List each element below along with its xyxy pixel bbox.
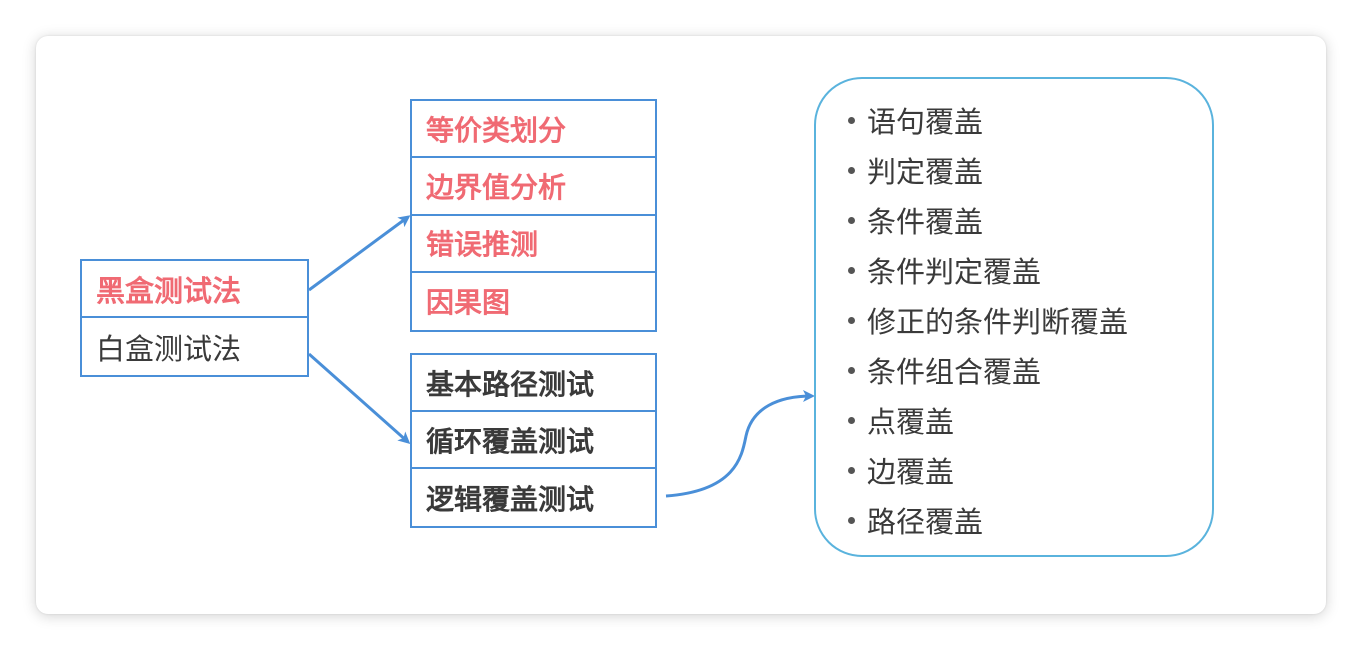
white-box-technique: 基本路径测试 bbox=[412, 355, 655, 412]
coverage-label: 判定覆盖 bbox=[867, 155, 984, 189]
arrow-logic-coverage bbox=[665, 390, 815, 498]
coverage-label: 点覆盖 bbox=[867, 405, 955, 439]
bullet-icon bbox=[848, 116, 855, 124]
coverage-item: 条件组合覆盖 bbox=[848, 345, 1128, 395]
coverage-types-box: 语句覆盖 判定覆盖 条件覆盖 条件判定覆盖 修正的条件判断覆盖 条件组合覆盖 点… bbox=[814, 77, 1214, 557]
white-box-technique: 循环覆盖测试 bbox=[412, 412, 655, 469]
arrow-white-box bbox=[308, 352, 411, 444]
coverage-label: 边覆盖 bbox=[867, 455, 955, 489]
white-box-technique: 逻辑覆盖测试 bbox=[426, 482, 595, 516]
bullet-icon bbox=[848, 166, 855, 174]
coverage-item: 条件覆盖 bbox=[848, 195, 1128, 245]
bullet-icon bbox=[848, 516, 855, 524]
coverage-item: 语句覆盖 bbox=[848, 95, 1128, 145]
coverage-item: 点覆盖 bbox=[848, 395, 1128, 445]
coverage-item: 判定覆盖 bbox=[848, 145, 1128, 195]
coverage-label: 条件判定覆盖 bbox=[867, 255, 1042, 289]
black-box-techniques-box: 等价类划分 边界值分析 错误推测 因果图 bbox=[410, 99, 657, 332]
arrow-black-box bbox=[308, 215, 411, 292]
coverage-label: 条件组合覆盖 bbox=[867, 355, 1042, 389]
white-box-method: 白盒测试法 bbox=[96, 331, 242, 366]
bullet-icon bbox=[848, 466, 855, 474]
diagram-card: 黑盒测试法 白盒测试法 等价类划分 边界值分析 错误推测 因果图 基本路径测试 … bbox=[36, 36, 1326, 614]
bullet-icon bbox=[848, 216, 855, 224]
black-box-technique: 错误推测 bbox=[412, 216, 655, 273]
coverage-item: 修正的条件判断覆盖 bbox=[848, 295, 1128, 345]
coverage-item: 边覆盖 bbox=[848, 445, 1128, 495]
coverage-item: 条件判定覆盖 bbox=[848, 245, 1128, 295]
black-box-method: 黑盒测试法 bbox=[82, 261, 307, 318]
coverage-label: 条件覆盖 bbox=[867, 205, 984, 239]
bullet-icon bbox=[848, 416, 855, 424]
coverage-item: 路径覆盖 bbox=[848, 495, 1128, 545]
coverage-list: 语句覆盖 判定覆盖 条件覆盖 条件判定覆盖 修正的条件判断覆盖 条件组合覆盖 点… bbox=[848, 95, 1128, 545]
black-box-technique: 因果图 bbox=[426, 286, 511, 320]
coverage-label: 语句覆盖 bbox=[867, 105, 984, 139]
coverage-label: 路径覆盖 bbox=[867, 505, 984, 539]
bullet-icon bbox=[848, 266, 855, 274]
coverage-label: 修正的条件判断覆盖 bbox=[867, 305, 1129, 339]
test-method-box: 黑盒测试法 白盒测试法 bbox=[80, 259, 309, 377]
black-box-technique: 等价类划分 bbox=[412, 101, 655, 159]
bullet-icon bbox=[848, 366, 855, 374]
white-box-techniques-box: 基本路径测试 循环覆盖测试 逻辑覆盖测试 bbox=[410, 353, 657, 528]
bullet-icon bbox=[848, 316, 855, 324]
black-box-technique: 边界值分析 bbox=[412, 158, 655, 216]
